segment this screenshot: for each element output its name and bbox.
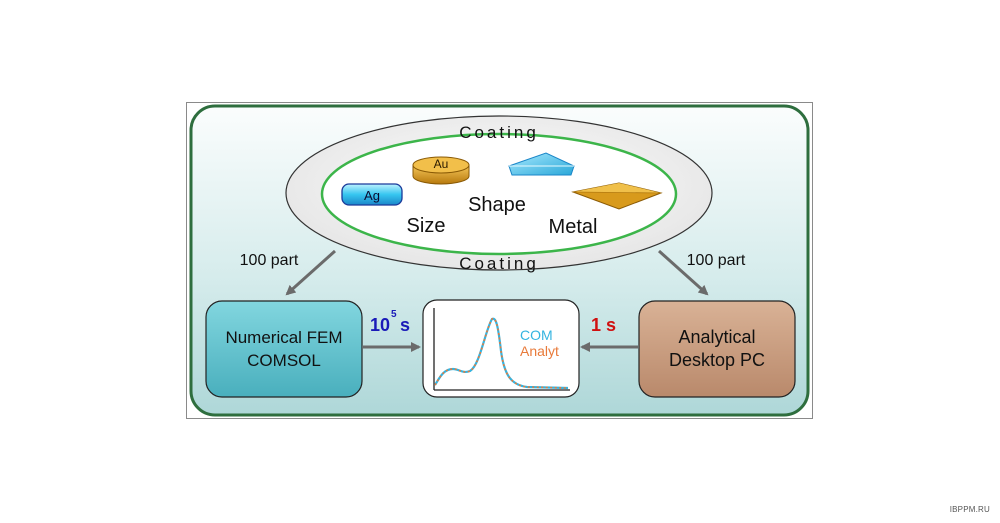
au-nanodisk: Au xyxy=(412,156,470,185)
numerical-fem-box: Numerical FEM COMSOL xyxy=(205,300,363,398)
left-arrow-label: 100 part xyxy=(240,252,299,269)
figure-frame: Coating Coating Ag Au Shape Size Metal 1… xyxy=(186,102,813,419)
workflow-diagram: Coating Coating Ag Au Shape Size Metal 1… xyxy=(189,104,810,417)
fem-time-base: 10 xyxy=(370,315,390,335)
right-down-arrow xyxy=(657,249,709,296)
au-label: Au xyxy=(434,157,449,171)
metal-label: Metal xyxy=(549,216,598,238)
right-arrow-label: 100 part xyxy=(687,252,746,269)
analytical-line-1: Analytical xyxy=(678,327,755,347)
gold-bipyramid xyxy=(571,182,663,210)
analyt-curve xyxy=(434,317,569,389)
fem-line-1: Numerical FEM xyxy=(225,328,342,347)
ag-label: Ag xyxy=(364,188,380,203)
watermark-text: IBPPM.RU xyxy=(949,505,990,514)
legend-analyt: Analyt xyxy=(520,343,559,359)
fem-time-exponent: 5 xyxy=(391,309,397,320)
legend-com: COM xyxy=(520,327,553,343)
fem-time-label: 10 5 s xyxy=(370,309,410,335)
fem-line-2: COMSOL xyxy=(247,351,321,370)
coating-label-top: Coating xyxy=(459,123,539,142)
coating-label-bottom: Coating xyxy=(459,254,539,273)
ag-nanorod: Ag xyxy=(341,183,403,206)
shape-label: Shape xyxy=(468,194,526,216)
size-label: Size xyxy=(407,215,446,237)
left-down-arrow xyxy=(285,249,337,296)
analytical-box: Analytical Desktop PC xyxy=(638,300,796,398)
particle-ellipse xyxy=(320,132,678,256)
analytical-line-2: Desktop PC xyxy=(669,350,765,370)
spectrum-plot: COM Analyt xyxy=(422,299,580,398)
analytical-time-label: 1 s xyxy=(591,315,616,335)
fem-time-unit: s xyxy=(400,315,410,335)
silver-prism xyxy=(508,152,575,176)
